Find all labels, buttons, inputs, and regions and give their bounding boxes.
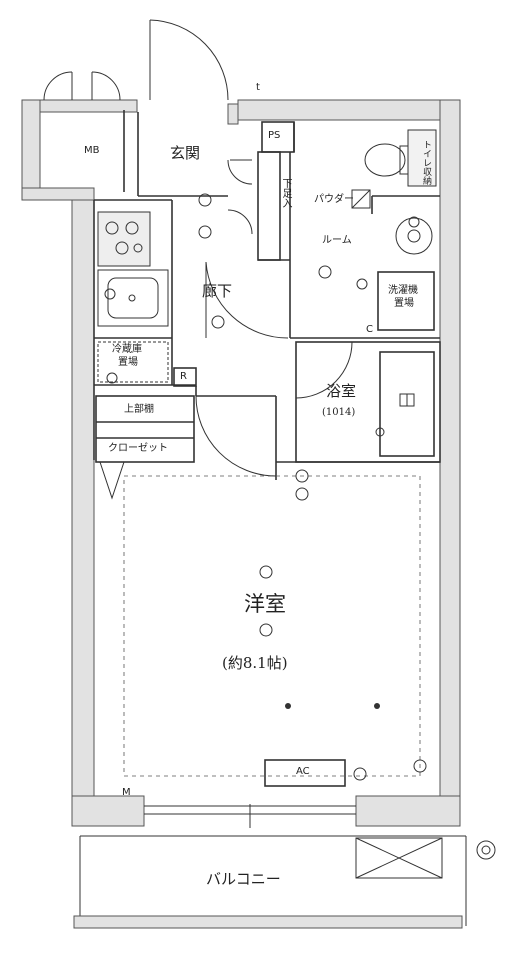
bathroom-size-label: (1014) bbox=[322, 407, 356, 418]
bath-fixtures bbox=[375, 393, 415, 437]
t-symbol: t bbox=[256, 82, 260, 93]
interior-walls bbox=[93, 110, 441, 787]
toilet-fixtures bbox=[351, 129, 437, 255]
balcony bbox=[73, 835, 496, 929]
exterior-walls bbox=[21, 99, 461, 827]
western-room-outline bbox=[123, 475, 421, 777]
electrical-symbols bbox=[104, 193, 427, 781]
powder-room-label-2: ルーム bbox=[322, 235, 352, 246]
western-room-label: 洋室 bbox=[244, 592, 286, 616]
balcony-label: バルコニー bbox=[206, 870, 281, 888]
ceiling-markers bbox=[285, 703, 380, 709]
entrance-label: 玄関 bbox=[170, 144, 201, 162]
c-symbol: C bbox=[366, 324, 373, 335]
washer-space-label-1: 洗濯機 bbox=[388, 285, 418, 296]
ac-label: AC bbox=[296, 766, 310, 777]
powder-room-label-1: パウダー bbox=[314, 194, 354, 205]
western-room-size-label: (約8.1帖) bbox=[222, 654, 288, 672]
fridge-space-label-1: 冷蔵庫 bbox=[112, 344, 142, 355]
door-swings bbox=[43, 19, 356, 828]
m-symbol: M bbox=[122, 787, 131, 798]
upper-shelf-label: 上部棚 bbox=[124, 404, 154, 415]
hallway-label: 廊下 bbox=[202, 282, 233, 300]
bathroom-label: 浴室 bbox=[326, 382, 357, 400]
kitchen-fixtures bbox=[97, 211, 169, 383]
fridge-space-label-2: 置場 bbox=[118, 357, 138, 368]
mb-label: MB bbox=[84, 145, 100, 156]
shoe-storage-label: 下足入 bbox=[280, 178, 291, 208]
washer-space-label-2: 置場 bbox=[394, 298, 414, 309]
closet-label: クローゼット bbox=[108, 443, 168, 454]
ps-label: PS bbox=[268, 130, 281, 141]
r-symbol: R bbox=[180, 371, 187, 382]
toilet-storage-label: トイレ収納 bbox=[421, 140, 431, 185]
